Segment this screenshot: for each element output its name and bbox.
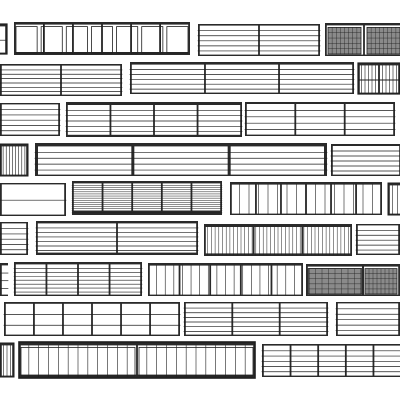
- railing-4-3: [330, 144, 400, 176]
- railing-2-1: [0, 64, 123, 96]
- railing-3-1: [0, 103, 61, 136]
- railing-1-1: [0, 23, 8, 55]
- railing-3-3: [244, 102, 396, 136]
- railing-5-4: [387, 182, 400, 216]
- railing-2-2: [129, 62, 355, 94]
- railing-8-1: [3, 302, 181, 336]
- railing-1-4: [325, 23, 400, 56]
- railing-9-1: [0, 342, 15, 378]
- railing-7-2: [13, 262, 143, 296]
- railing-1-3: [197, 24, 321, 56]
- railing-1-2: [14, 22, 190, 55]
- railing-6-4: [355, 224, 400, 255]
- railing-7-3: [148, 263, 303, 296]
- railing-6-2: [35, 221, 199, 255]
- railing-9-3: [261, 344, 400, 377]
- railing-7-5: [362, 264, 400, 296]
- railing-5-3: [230, 182, 382, 215]
- railing-3-2: [65, 102, 243, 137]
- railing-2-3: [357, 62, 400, 95]
- railing-7-1: [0, 263, 9, 296]
- railing-7-4: [306, 264, 364, 296]
- railing-9-2: [18, 341, 256, 379]
- railing-4-1: [0, 143, 29, 177]
- railing-8-3: [335, 302, 400, 336]
- railing-6-1: [0, 222, 29, 255]
- railing-8-2: [183, 302, 329, 336]
- railing-5-2: [71, 181, 223, 215]
- railing-5-1: [0, 183, 67, 216]
- railing-6-3: [204, 224, 352, 256]
- railing-4-2: [34, 143, 328, 176]
